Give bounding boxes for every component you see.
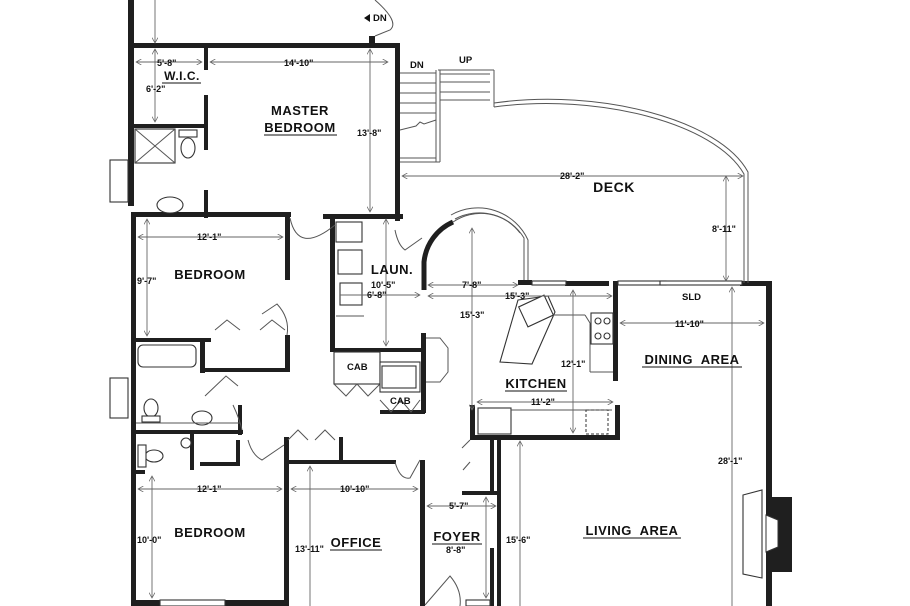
label-sld: SLD	[682, 292, 701, 303]
dim-bay-width: 7'-8"	[462, 280, 481, 290]
deck-outline	[374, 0, 749, 286]
dim-dining-width: 11'-10"	[675, 319, 704, 329]
dim-bedroom1-depth: 9'-7"	[137, 276, 156, 286]
dim-laundry-depth: 10'-5"	[371, 280, 395, 290]
arrow-left-icon	[364, 14, 370, 22]
label-dn-stair: DN	[410, 60, 424, 71]
label-up-stair: UP	[459, 55, 473, 66]
dim-foyer-depth: 8'-8"	[446, 545, 465, 555]
label-master-bedroom: MASTER	[271, 103, 329, 118]
door-swings	[204, 217, 471, 479]
dim-foyer-width: 5'-7"	[449, 501, 468, 511]
dimension-labels: 5'-8" 6'-2" 14'-10" 13'-8" 28'-2" 8'-11"…	[137, 58, 742, 555]
dim-living-depth: 28'-1"	[718, 456, 742, 466]
room-labels: MASTER BEDROOM W.I.C. BEDROOM LAUN. DECK…	[162, 69, 742, 551]
label-cab-1: CAB	[347, 362, 368, 373]
dim-office-depth: 13'-11"	[295, 544, 324, 554]
dim-kitchen-span: 15'-3"	[505, 291, 529, 301]
dim-deck-width: 28'-2"	[560, 171, 584, 181]
misc-labels: DN DN UP SLD CAB CAB	[347, 13, 701, 407]
label-foyer: FOYER	[433, 529, 480, 544]
dim-deck-depth: 8'-11"	[712, 224, 736, 234]
label-kitchen: KITCHEN	[505, 376, 566, 391]
dim-laundry-width: 6'-8"	[367, 290, 386, 300]
dim-wic-depth: 6'-2"	[146, 84, 165, 94]
stair-treads	[399, 72, 490, 131]
dim-bedroom1-width: 12'-1"	[197, 232, 221, 242]
dimension-lines	[136, 0, 764, 606]
dim-wic-width: 5'-8"	[157, 58, 176, 68]
label-dining-area: DINING AREA	[644, 352, 739, 367]
dim-master-depth: 13'-8"	[357, 128, 381, 138]
dim-master-width: 14'-10"	[284, 58, 313, 68]
dim-bedroom2-depth: 10'-0"	[137, 535, 161, 545]
label-wic: W.I.C.	[164, 69, 200, 83]
label-deck: DECK	[593, 179, 635, 195]
dim-office-width: 10'-10"	[340, 484, 369, 494]
label-laundry: LAUN.	[371, 262, 413, 277]
label-dn-top: DN	[373, 13, 387, 24]
label-master-bedroom-2: BEDROOM	[264, 120, 335, 135]
label-living-area: LIVING AREA	[586, 523, 679, 538]
label-bedroom-1: BEDROOM	[174, 267, 245, 282]
label-office: OFFICE	[331, 535, 382, 550]
dim-living-width: 15'-6"	[506, 535, 530, 545]
label-bedroom-2: BEDROOM	[174, 525, 245, 540]
fixtures	[109, 128, 779, 606]
label-cab-2: CAB	[390, 396, 411, 407]
dim-kitchen-counter: 11'-2"	[531, 397, 555, 407]
dim-kitchen-depth-left: 15'-3"	[460, 310, 484, 320]
dim-bedroom2-width: 12'-1"	[197, 484, 221, 494]
walls	[128, 0, 792, 606]
dim-kitchen-depth: 12'-1"	[561, 359, 585, 369]
